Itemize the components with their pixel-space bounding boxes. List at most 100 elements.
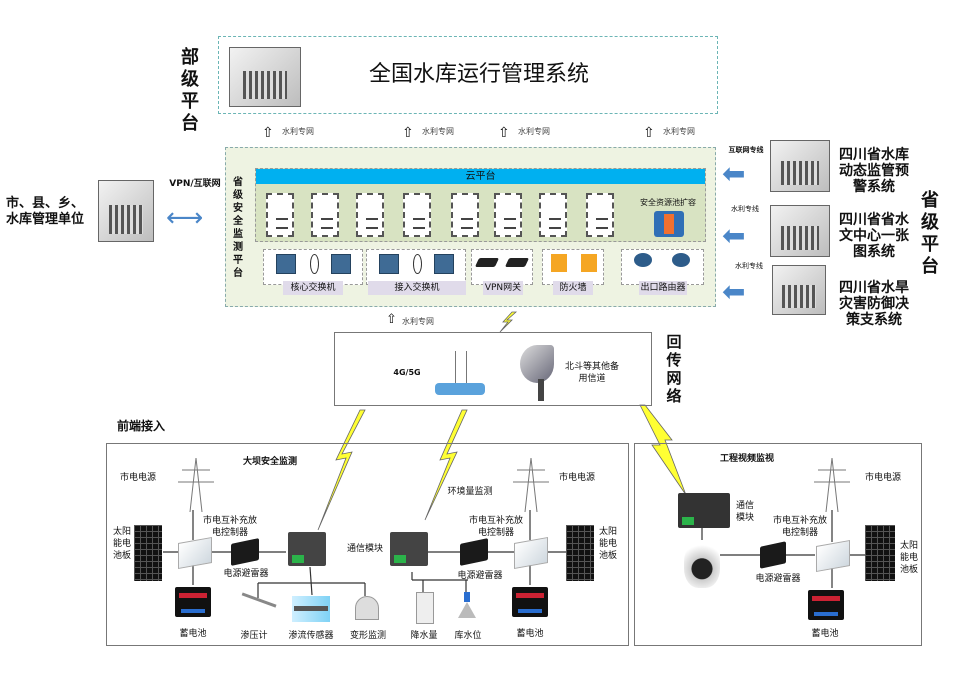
uplink-label: 水利专网 bbox=[422, 127, 454, 136]
sensor-label-deformation: 变形监测 bbox=[349, 631, 386, 641]
battery-label: 蓄电池 bbox=[811, 629, 839, 639]
vpn-internet-label: VPN/互联网 bbox=[169, 179, 221, 189]
building-icon bbox=[98, 180, 154, 242]
backhaul-box: 4G/5G 北斗等其他备用信道 bbox=[334, 332, 652, 406]
video-title: 工程视频监视 bbox=[719, 454, 774, 464]
bolt-video bbox=[639, 404, 687, 496]
env-title: 环境量监测 bbox=[447, 487, 493, 497]
seepage-sensor-icon bbox=[292, 596, 330, 622]
mains-label: 市电电源 bbox=[864, 473, 901, 483]
firewall-icon bbox=[551, 254, 567, 272]
battery-label: 蓄电池 bbox=[516, 629, 544, 639]
water-level-sensor-icon bbox=[458, 592, 476, 620]
mains-label: 市电电源 bbox=[558, 473, 595, 483]
bolt-platform bbox=[499, 311, 518, 333]
controller-label: 市电互补充放电控制器 bbox=[772, 516, 827, 538]
router-icon bbox=[634, 253, 652, 267]
gateway-icon bbox=[474, 258, 500, 267]
surge-label: 电源避雷器 bbox=[457, 571, 503, 581]
server-icon bbox=[311, 193, 339, 237]
sensor-label-rainfall: 降水量 bbox=[410, 631, 438, 641]
local-unit-label: 市、县、乡、水库管理单位 bbox=[5, 196, 84, 227]
sensor-label-water-level: 库水位 bbox=[454, 631, 482, 641]
cellular-label: 4G/5G bbox=[393, 368, 421, 377]
dam-monitoring-box bbox=[106, 443, 629, 646]
core-switch-label: 核心交换机 bbox=[283, 281, 343, 295]
ptz-camera-icon bbox=[684, 540, 720, 588]
bolt-env bbox=[424, 409, 468, 521]
ministry-side-label: 部级平台 bbox=[181, 47, 199, 134]
national-system-title: 全国水库运行管理系统 bbox=[369, 62, 590, 87]
comm-module-icon bbox=[390, 532, 428, 566]
uplink-1: ⇧水利专网 bbox=[262, 122, 314, 141]
backhaul-uplink-label: 水利专网 bbox=[402, 317, 434, 326]
security-pool-label: 安全资源池扩容 bbox=[640, 198, 696, 207]
battery-label: 蓄电池 bbox=[179, 629, 207, 639]
firewall-label: 防火墙 bbox=[553, 281, 593, 295]
arrow-left-icon: ⬅ bbox=[722, 157, 746, 190]
vpn-gateway bbox=[471, 249, 533, 285]
system-name-1: 四川省水库动态监管预警系统 bbox=[839, 147, 909, 195]
solar-label: 太阳能电池板 bbox=[112, 527, 131, 561]
building-icon bbox=[770, 205, 830, 257]
building-icon bbox=[229, 47, 301, 107]
building-icon bbox=[770, 140, 830, 192]
server-icon bbox=[494, 193, 522, 237]
uplink-arrow-icon: ⇧ bbox=[386, 312, 397, 327]
uplink-label: 水利专网 bbox=[282, 127, 314, 136]
switch-icon bbox=[379, 254, 399, 274]
system-name-2: 四川省省水文中心一张图系统 bbox=[839, 212, 909, 260]
power-tower-video bbox=[814, 457, 850, 513]
surge-label: 电源避雷器 bbox=[223, 569, 269, 579]
solar-label: 太阳能电池板 bbox=[598, 527, 617, 561]
server-icon bbox=[586, 193, 614, 237]
bidirectional-arrow-icon: ⟷ bbox=[166, 203, 204, 233]
frontend-title: 前端接入 bbox=[117, 419, 166, 433]
switch-icon bbox=[434, 254, 454, 274]
uplink-4: ⇧水利专网 bbox=[643, 122, 695, 141]
comm-module-icon bbox=[288, 532, 326, 566]
ministry-system-box: 全国水库运行管理系统 bbox=[218, 36, 718, 114]
uplink-label: 水利专网 bbox=[663, 127, 695, 136]
comm-module-icon bbox=[678, 493, 730, 528]
provincial-side-label: 省级平台 bbox=[921, 190, 939, 277]
building-icon bbox=[772, 265, 826, 315]
rain-gauge-icon bbox=[416, 592, 434, 624]
switch-icon bbox=[276, 254, 296, 274]
mains-label: 市电电源 bbox=[119, 473, 156, 483]
solar-panel-icon bbox=[566, 525, 594, 581]
sensor-label-piezometer: 渗压计 bbox=[240, 631, 268, 641]
uplink-3: ⇧水利专网 bbox=[498, 122, 550, 141]
battery-icon bbox=[808, 590, 844, 620]
link-label-3: 水利专线 bbox=[735, 262, 763, 270]
server-icon bbox=[403, 193, 431, 237]
switch-icon bbox=[331, 254, 351, 274]
egress-router-label: 出口路由器 bbox=[639, 281, 687, 295]
platform-side-label: 省级安全监测平台 bbox=[233, 177, 243, 279]
wireless-bolt-icons bbox=[317, 311, 687, 531]
comm-module-label: 通信模块 bbox=[346, 544, 383, 554]
deformation-monitor-icon bbox=[355, 596, 379, 620]
cell-tower-icon bbox=[435, 347, 485, 397]
server-icon bbox=[539, 193, 567, 237]
firewall-icon bbox=[581, 254, 597, 272]
video-monitoring-box bbox=[634, 443, 922, 646]
router-icon bbox=[672, 253, 690, 267]
access-switch-label: 接入交换机 bbox=[368, 281, 466, 295]
controller-label: 市电互补充放电控制器 bbox=[202, 516, 257, 538]
vpn-gateway-label: VPN网关 bbox=[483, 281, 523, 295]
server-icon bbox=[451, 193, 479, 237]
battery-icon bbox=[175, 587, 211, 617]
egress-router bbox=[621, 249, 704, 285]
uplink-label: 水利专网 bbox=[518, 127, 550, 136]
firewall bbox=[542, 249, 604, 285]
arrow-left-icon: ⬅ bbox=[722, 219, 746, 252]
arrow-left-icon: ⬅ bbox=[722, 275, 746, 308]
uplink-2: ⇧水利专网 bbox=[402, 122, 454, 141]
solar-panel-icon bbox=[134, 525, 162, 581]
gateway-icon bbox=[504, 258, 530, 267]
firewall-pool-icon bbox=[654, 211, 684, 237]
backhaul-side-label: 回传网络 bbox=[666, 333, 682, 405]
controller-label: 市电互补充放电控制器 bbox=[468, 516, 523, 538]
